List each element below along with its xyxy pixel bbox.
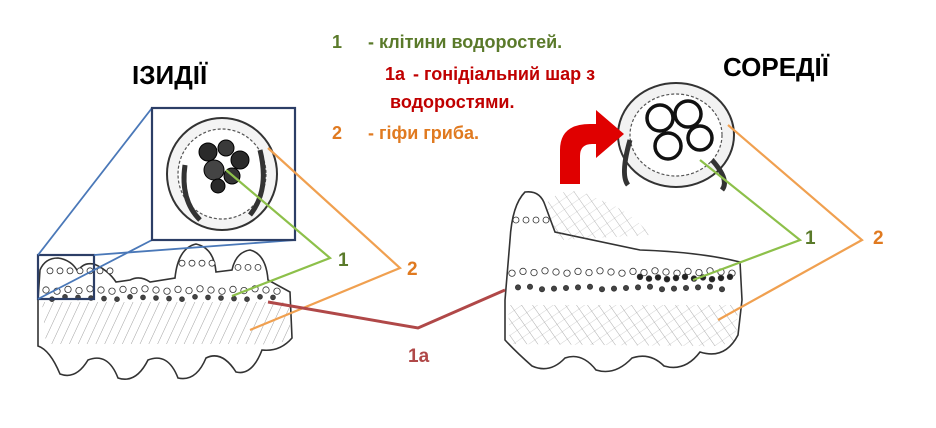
isidia-title: ІЗИДІЇ bbox=[132, 60, 208, 90]
legend-text-2: - гіфи гриба. bbox=[368, 123, 479, 143]
pointer-algae-right bbox=[692, 159, 803, 282]
pointer-gonidial-layer bbox=[267, 288, 506, 330]
isidia-zoom-source-box bbox=[36, 253, 96, 301]
zoom-connector-bottom bbox=[37, 239, 153, 300]
pointer-algae-left bbox=[225, 169, 333, 298]
label-gonidial-layer: 1а bbox=[408, 346, 430, 367]
legend-text-1a-cont: водоростями. bbox=[390, 92, 515, 112]
pointer-hyphae-right bbox=[717, 124, 864, 321]
label-algae-right: 1 bbox=[805, 228, 816, 249]
label-hyphae-left: 2 bbox=[407, 259, 418, 280]
label-algae-left: 1 bbox=[338, 250, 349, 271]
legend-key-2: 2 bbox=[332, 123, 343, 143]
isidia-thallus-drawing bbox=[37, 243, 293, 380]
legend-key-1a: 1а bbox=[385, 64, 406, 84]
soredium-magnified-drawing bbox=[617, 82, 735, 192]
legend-text-1: - клітини водоростей. bbox=[368, 32, 563, 52]
pointer-hyphae-left bbox=[249, 147, 403, 332]
label-hyphae-right: 2 bbox=[873, 228, 884, 249]
isidium-magnified-drawing bbox=[166, 117, 278, 231]
soredia-thallus-drawing bbox=[504, 190, 743, 373]
soredia-title: СОРЕДІЇ bbox=[723, 52, 829, 82]
zoom-connector-top bbox=[37, 107, 153, 256]
legend-text-1a: - гонідіальний шар з bbox=[413, 64, 596, 84]
transition-arrow-icon bbox=[560, 110, 624, 184]
legend-key-1: 1 bbox=[332, 32, 343, 52]
